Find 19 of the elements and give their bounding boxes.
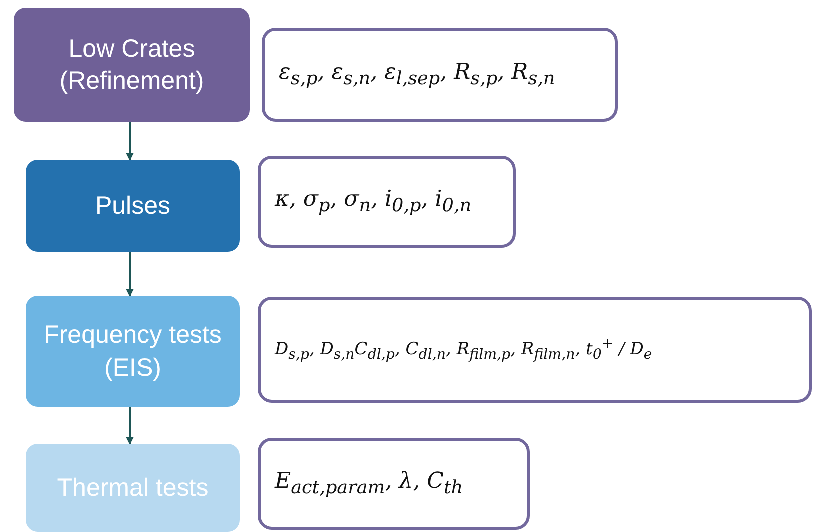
parameter-list: E$_{act,param}$, λ, C$_{th}$ (275, 469, 464, 499)
arrow (126, 122, 134, 161)
parameter-list: ε$_{s,p}$, ε$_{s,n}$, ε$_{l,sep}$, R$_{s,p}$, R$_{s,n}$ (279, 60, 556, 90)
process-box (26, 444, 240, 532)
step-label: Thermal tests (57, 472, 209, 504)
process-box (26, 296, 240, 407)
step-label: Pulses (95, 190, 171, 222)
parameter-box (258, 438, 530, 530)
step-label: Frequency tests (EIS) (44, 320, 222, 384)
arrow (126, 252, 134, 297)
arrow (126, 407, 134, 445)
parameter-box (258, 297, 812, 403)
parameter-box (262, 28, 618, 122)
parameter-box (258, 156, 516, 248)
step-label: Low Crates (Refinement) (58, 34, 206, 97)
parameter-list: D$_{s,p}$, D$_{s,n}$C$_{dl,p}$, C$_{dl,n}$, R$_{film,p}$, R$_{film,n}$, t$_{0}$$^{+}$ / D$_{e}$ (275, 336, 652, 364)
process-box (26, 160, 240, 252)
parameter-list: κ, σ$_{p}$, σ$_{n}$, i$_{0,p}$, i$_{0,n}$ (275, 187, 472, 217)
process-box (14, 8, 250, 122)
